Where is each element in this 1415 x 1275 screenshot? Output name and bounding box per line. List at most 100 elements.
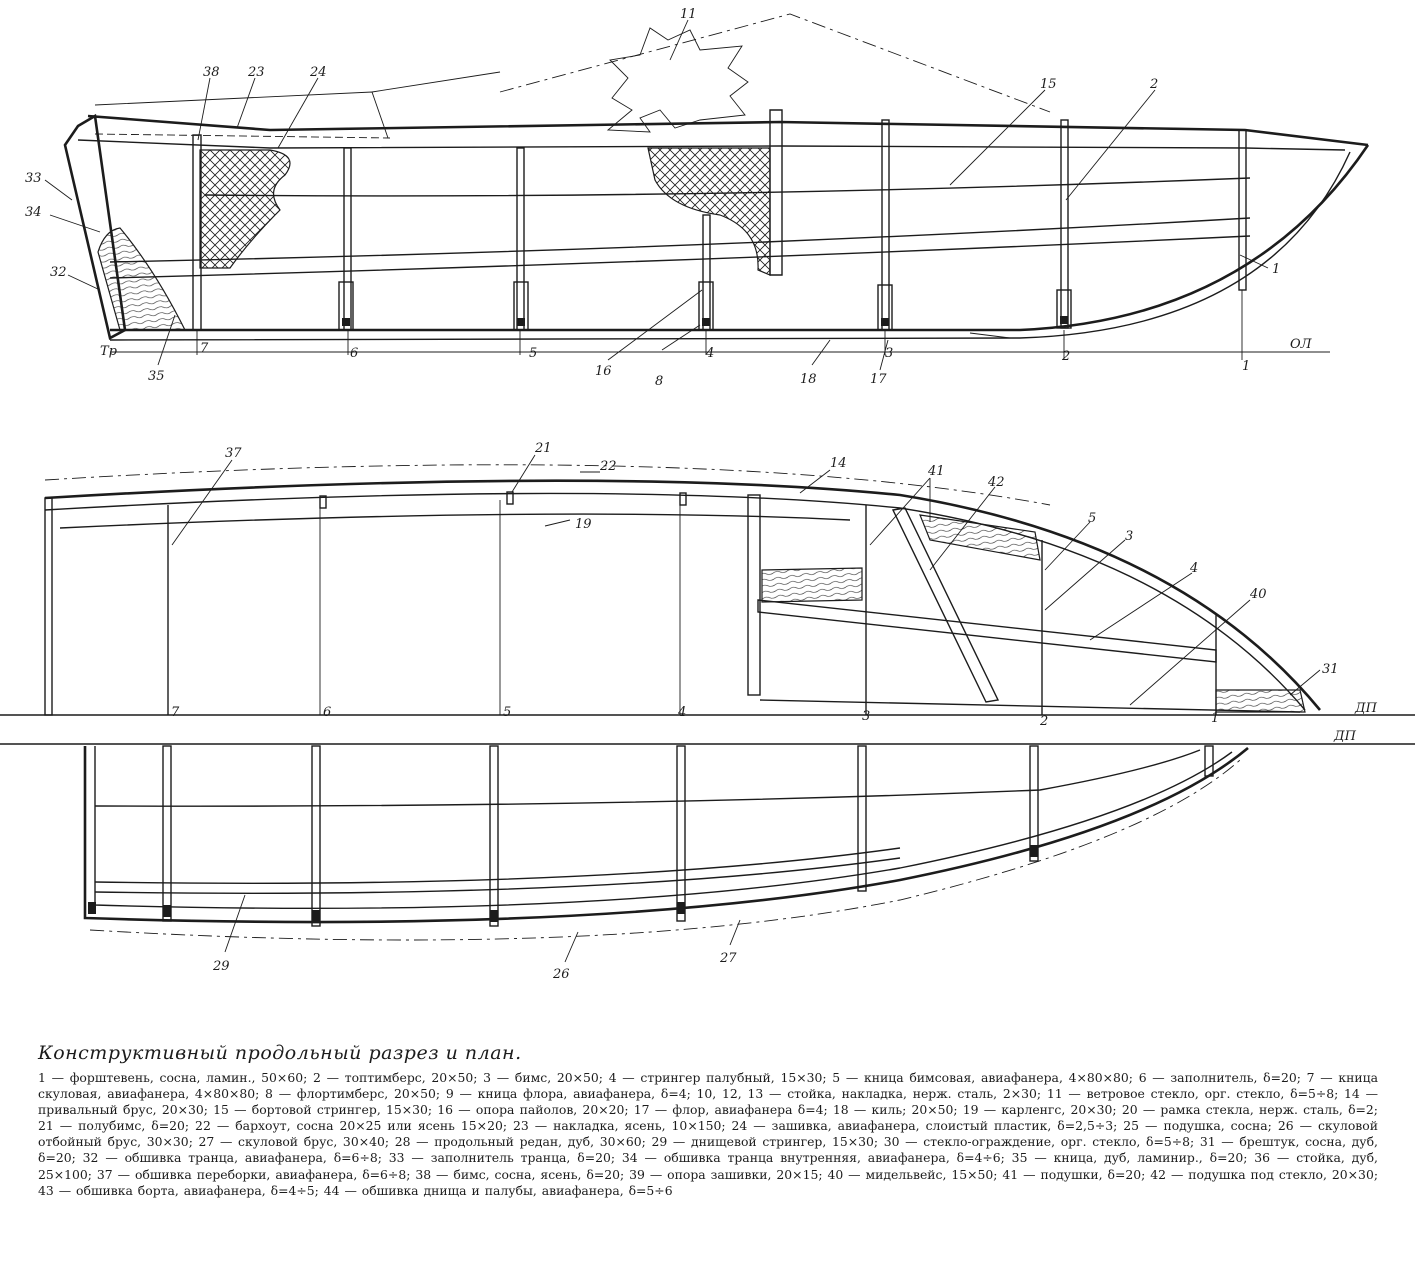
floor-block	[702, 318, 710, 326]
deck-stringer	[757, 599, 1217, 663]
deck-frame-label-1: 1	[1211, 711, 1219, 726]
deck-frame-label-2: 2	[1039, 714, 1048, 729]
chine-block	[490, 910, 498, 922]
half-beam	[679, 492, 687, 506]
frame-2	[1060, 119, 1069, 329]
keel-inner	[109, 151, 1351, 341]
callout-42: 42	[987, 475, 1005, 490]
transom	[63, 113, 127, 340]
half-beam	[319, 495, 327, 509]
callout-37: 37	[225, 446, 242, 461]
bottom-plan: 29 26 27 ДП	[0, 729, 1415, 982]
callout-19: 19	[575, 517, 592, 532]
deck-plan: 37 21 22 14 41 42 5 3 4 40 19 31 7 6 5 4…	[0, 441, 1415, 729]
callout-5: 5	[1088, 511, 1096, 526]
callout-11: 11	[680, 7, 697, 22]
callout-24: 24	[309, 65, 327, 80]
bottom-frame	[162, 745, 172, 922]
keel-scarf	[969, 332, 1011, 339]
frame-label-3: 3	[885, 346, 893, 361]
chine-block	[163, 905, 171, 917]
filler-bulkhead	[647, 147, 771, 276]
windshield-glass	[606, 27, 749, 133]
frame-label-4: 4	[705, 346, 714, 361]
profile-leaders	[44, 19, 1269, 371]
callout-32: 32	[50, 265, 67, 280]
windshield-outline	[499, 13, 1051, 113]
caption: Конструктивный продольный разрез и план.…	[38, 1042, 1378, 1199]
gunwale-inner	[44, 492, 1306, 711]
deck-frame-label-4: 4	[677, 705, 686, 720]
chine-block	[1030, 845, 1038, 857]
centerline-label-lower: ДП	[1333, 729, 1357, 744]
chine-outline	[89, 759, 1241, 941]
filler-stern	[199, 149, 291, 269]
callout-29: 29	[212, 959, 230, 974]
bottom-frame	[489, 745, 499, 927]
callout-41: 41	[927, 464, 945, 479]
coaming-dashed	[94, 133, 391, 139]
frame-label-6: 6	[350, 346, 358, 361]
side-stringer	[109, 217, 1251, 263]
callout-17: 17	[870, 372, 887, 387]
callout-35: 35	[148, 369, 165, 384]
chine-block	[88, 902, 96, 914]
callout-8: 8	[655, 374, 663, 389]
callout-33: 33	[25, 171, 42, 186]
callout-2: 2	[1149, 77, 1158, 92]
callout-40: 40	[1249, 587, 1267, 602]
bottom-frame	[1204, 745, 1214, 777]
chine-outer	[83, 746, 1249, 924]
bottom-stringer-inner	[94, 857, 901, 894]
bottom-stringer	[94, 847, 901, 884]
bottom-frame	[857, 745, 867, 892]
bottom-stringer-upper	[94, 749, 1201, 807]
callout-1: 1	[1272, 262, 1280, 277]
callout-3: 3	[1125, 529, 1133, 544]
deck-frame-label-5: 5	[503, 705, 511, 720]
floor-knees	[338, 281, 1072, 331]
bulkhead-post	[769, 109, 783, 276]
callout-22: 22	[599, 459, 617, 474]
callout-27: 27	[719, 951, 737, 966]
transom-plan	[44, 497, 53, 716]
frame-4	[702, 214, 711, 331]
floor-block	[342, 318, 350, 326]
chine-block	[312, 910, 320, 922]
floor-knee	[1056, 289, 1072, 329]
frame-label-7: 7	[200, 341, 209, 356]
callout-15: 15	[1040, 77, 1057, 92]
bottom-frame	[676, 745, 686, 922]
profile-frames	[192, 119, 1247, 331]
callout-23: 23	[247, 65, 265, 80]
breasthook	[1215, 689, 1306, 713]
deck-frame-label-7: 7	[171, 705, 180, 720]
boat-construction-drawing: 38 23 24 11 15 2 33 34 32 1 16 8 18 17 3…	[0, 7, 1415, 982]
figure-title: Конструктивный продольный разрез и план.	[38, 1042, 522, 1064]
deck-frame-label-6: 6	[323, 705, 331, 720]
chine-line	[109, 235, 1251, 279]
deck-beam-line	[77, 139, 1346, 151]
frame-label-1: 1	[1242, 359, 1250, 374]
windshield-base-line	[371, 71, 501, 93]
deck-leaders	[171, 454, 1321, 706]
callout-38: 38	[203, 65, 220, 80]
transom-knee	[97, 227, 186, 331]
centerline-label-upper: ДП	[1354, 701, 1378, 716]
frame-label-5: 5	[529, 346, 537, 361]
callout-4: 4	[1189, 561, 1198, 576]
frame-6	[343, 147, 352, 331]
callout-21: 21	[534, 441, 552, 456]
floor-knee	[513, 281, 529, 331]
frame-3	[881, 119, 890, 331]
transom-label: Тр	[100, 344, 118, 359]
frame-label-2: 2	[1061, 349, 1070, 364]
bottom-frames	[88, 745, 1214, 927]
floor-knee	[338, 281, 354, 331]
chine-inner	[94, 746, 1233, 910]
floor-block	[517, 318, 525, 326]
callout-18: 18	[800, 372, 817, 387]
rubbing-strake-outline	[44, 464, 1051, 506]
frame-5	[516, 147, 525, 331]
longitudinal-section: 38 23 24 11 15 2 33 3 4 32 1 1 6 8 18 17 3…	[25, 7, 1370, 389]
